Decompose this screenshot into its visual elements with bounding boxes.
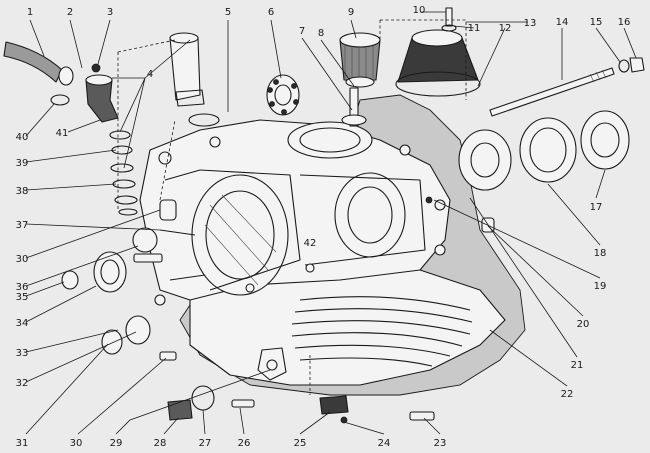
- callout-14: 14: [556, 17, 569, 28]
- main-bearing: [266, 74, 300, 116]
- cylinder-spigot: [287, 121, 373, 159]
- callout-15: 15: [590, 17, 603, 28]
- gearbox-bore: [334, 172, 406, 258]
- callout-33: 33: [16, 348, 29, 359]
- callout-35: 35: [16, 292, 29, 303]
- callout-36: 36: [16, 282, 29, 293]
- callout-27: 27: [199, 438, 212, 449]
- oil-filter: [339, 32, 381, 88]
- callout-6: 6: [268, 7, 274, 18]
- assembly-guides: [117, 19, 467, 395]
- callout-16: 16: [618, 17, 631, 28]
- callout-17: 17: [590, 202, 603, 213]
- callout-38: 38: [16, 186, 29, 197]
- callout-8: 8: [318, 28, 324, 39]
- leader-lines: [25, 11, 637, 435]
- callout-labels: 1 2 3 4 5 6 7 8 9 10 11 12 13 14 15 16 1…: [16, 5, 631, 449]
- callout-26: 26: [238, 438, 251, 449]
- bearing-set-right: [458, 110, 630, 191]
- callout-37: 37: [16, 220, 29, 231]
- callout-19: 19: [594, 281, 607, 292]
- callout-41: 41: [56, 128, 69, 139]
- callout-9: 9: [348, 7, 354, 18]
- callout-31: 31: [16, 438, 29, 449]
- callout-22: 22: [561, 389, 574, 400]
- callout-3: 3: [107, 7, 113, 18]
- callout-28: 28: [154, 438, 167, 449]
- left-side-parts: [61, 199, 177, 293]
- callout-29: 29: [110, 438, 123, 449]
- breather-hose: [3, 41, 74, 86]
- callout-12: 12: [499, 23, 512, 34]
- callout-42: 42: [304, 238, 317, 249]
- callout-20: 20: [577, 319, 590, 330]
- bottom-parts: [167, 385, 435, 424]
- filter-sleeve: [169, 32, 205, 107]
- callout-11: 11: [468, 23, 481, 34]
- callout-40: 40: [16, 132, 29, 143]
- callout-34: 34: [16, 318, 29, 329]
- filter-stud: [341, 87, 367, 127]
- callout-23: 23: [434, 438, 447, 449]
- callout-39: 39: [16, 158, 29, 169]
- callout-5: 5: [225, 7, 231, 18]
- callout-7: 7: [299, 26, 305, 37]
- callout-18: 18: [594, 248, 607, 259]
- lower-left-parts: [101, 315, 177, 361]
- washer-stack: [109, 130, 138, 216]
- crankcase-housing: [139, 94, 526, 396]
- callout-4: 4: [147, 69, 153, 80]
- callout-24: 24: [378, 438, 391, 449]
- long-stud: [489, 57, 645, 117]
- callout-30-lower: 30: [70, 438, 83, 449]
- seal-ring: [188, 113, 220, 127]
- callout-21: 21: [571, 360, 584, 371]
- cooling-fins: [291, 296, 473, 367]
- callout-2: 2: [67, 7, 73, 18]
- callout-13: 13: [524, 18, 537, 29]
- filter-cover: [395, 7, 481, 97]
- bolt-bosses: [154, 136, 446, 306]
- callout-1: 1: [27, 7, 33, 18]
- callout-30-upper: 30: [16, 254, 29, 265]
- callout-32: 32: [16, 378, 29, 389]
- callout-25: 25: [294, 438, 307, 449]
- breather-elbow: [85, 63, 119, 123]
- o-ring-small: [50, 94, 70, 106]
- callout-10: 10: [413, 5, 426, 16]
